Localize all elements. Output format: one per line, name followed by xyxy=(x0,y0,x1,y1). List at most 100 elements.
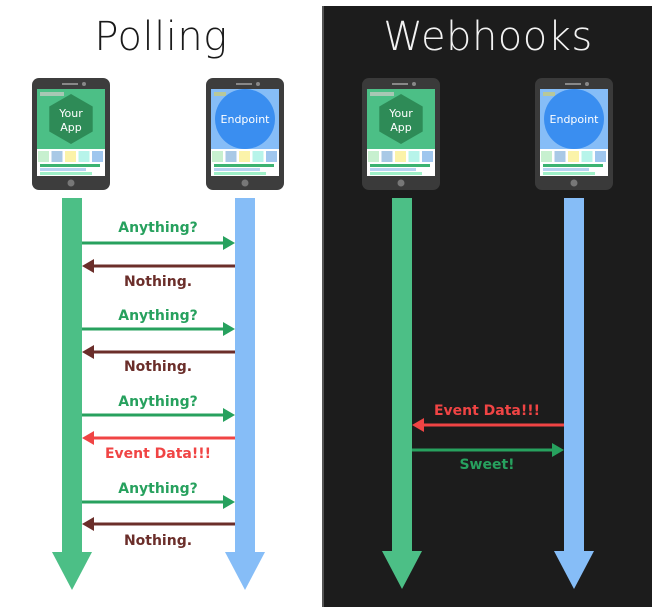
screen-line xyxy=(370,172,422,175)
endpoint-device: Endpoint xyxy=(535,78,613,190)
message-label: Event Data!!! xyxy=(434,403,540,419)
arrow-left-icon xyxy=(412,418,424,432)
screen-status-bar xyxy=(214,92,226,96)
message-label: Event Data!!! xyxy=(105,446,211,462)
message-label: Nothing. xyxy=(124,533,192,549)
screen-line xyxy=(214,164,274,167)
screen-tile xyxy=(252,151,264,162)
arrow-left-icon xyxy=(82,345,94,359)
screen-line xyxy=(40,164,100,167)
endpoint-circle-icon xyxy=(544,89,604,149)
app-lifeline-arrowhead-icon xyxy=(52,552,92,590)
message-nothing: Nothing. xyxy=(82,345,235,375)
screen-tile xyxy=(395,151,406,162)
message-nothing: Nothing. xyxy=(82,517,235,549)
app-hexagon-icon xyxy=(379,94,423,144)
endpoint-lifeline-bar xyxy=(564,198,584,551)
screen-tile xyxy=(408,151,420,162)
arrow-right-icon xyxy=(552,443,564,457)
message-event: Event Data!!! xyxy=(412,403,564,432)
screen-line xyxy=(40,172,92,175)
arrow-left-icon xyxy=(82,431,94,445)
arrow-right-icon xyxy=(223,495,235,509)
device-home-button xyxy=(67,179,75,187)
arrow-right-icon xyxy=(223,236,235,250)
device-camera xyxy=(82,82,86,86)
screen-tile xyxy=(381,151,393,162)
app-lifeline-bar xyxy=(392,198,412,551)
message-label: Anything? xyxy=(118,394,198,410)
endpoint-lifeline-arrowhead-icon xyxy=(554,551,594,589)
screen-status-bar xyxy=(40,92,64,96)
screen-tile xyxy=(225,151,237,162)
device-home-button xyxy=(570,179,578,187)
endpoint-lifeline-bar xyxy=(235,198,255,552)
device-home-button xyxy=(241,179,249,187)
endpoint-lifeline-arrowhead-icon xyxy=(225,552,265,590)
screen-tile xyxy=(422,151,433,162)
message-request: Anything? xyxy=(82,220,235,250)
endpoint-label: Endpoint xyxy=(550,113,600,126)
screen-tile xyxy=(568,151,579,162)
arrow-right-icon xyxy=(223,322,235,336)
app-label: Your xyxy=(388,107,413,120)
endpoint-device: Endpoint xyxy=(206,78,284,190)
message-label: Anything? xyxy=(118,481,198,497)
device-camera xyxy=(256,82,260,86)
arrow-right-icon xyxy=(223,408,235,422)
screen-status-bar xyxy=(370,92,394,96)
screen-tile xyxy=(38,151,49,162)
endpoint-label: Endpoint xyxy=(221,113,271,126)
app-label: App xyxy=(60,121,82,134)
screen-status-bar xyxy=(543,92,555,96)
screen-line xyxy=(370,168,416,171)
screen-tile xyxy=(212,151,223,162)
arrow-left-icon xyxy=(82,259,94,273)
screen-line xyxy=(214,172,266,175)
app-hexagon-icon xyxy=(49,94,93,144)
screen-line xyxy=(214,168,260,171)
message-label: Nothing. xyxy=(124,274,192,290)
app-label: Your xyxy=(58,107,83,120)
message-nothing: Nothing. xyxy=(82,259,235,290)
app-lifeline-bar xyxy=(62,198,82,552)
message-request: Anything? xyxy=(82,481,235,509)
device-home-button xyxy=(397,179,405,187)
screen-tile xyxy=(239,151,250,162)
screen-tile xyxy=(554,151,566,162)
polling-title: Polling xyxy=(94,14,228,60)
message-label: Anything? xyxy=(118,308,198,324)
screen-tile xyxy=(92,151,103,162)
message-request: Sweet! xyxy=(412,443,564,473)
screen-tile xyxy=(541,151,552,162)
screen-tile xyxy=(266,151,277,162)
message-event: Event Data!!! xyxy=(82,431,235,462)
endpoint-circle-icon xyxy=(215,89,275,149)
device-camera xyxy=(585,82,589,86)
screen-tile xyxy=(78,151,90,162)
device-camera xyxy=(412,82,416,86)
message-request: Anything? xyxy=(82,308,235,336)
screen-tile xyxy=(581,151,593,162)
screen-line xyxy=(543,164,603,167)
app-label: App xyxy=(390,121,412,134)
screen-tile xyxy=(51,151,63,162)
screen-line xyxy=(543,168,589,171)
screen-tile xyxy=(595,151,606,162)
screen-line xyxy=(370,164,430,167)
webhooks-title: Webhooks xyxy=(383,14,593,60)
app-lifeline-arrowhead-icon xyxy=(382,551,422,589)
message-request: Anything? xyxy=(82,394,235,422)
message-label: Nothing. xyxy=(124,359,192,375)
message-label: Anything? xyxy=(118,220,198,236)
screen-line xyxy=(543,172,595,175)
arrow-left-icon xyxy=(82,517,94,531)
screen-tile xyxy=(368,151,379,162)
screen-line xyxy=(40,168,86,171)
